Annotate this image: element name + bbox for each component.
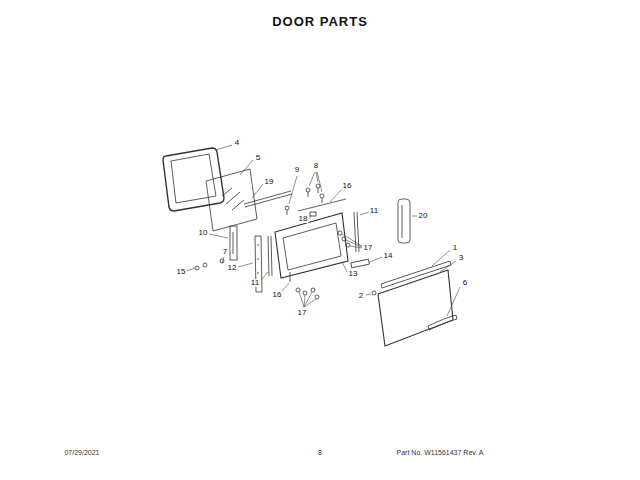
callout-number: 2 — [358, 292, 364, 300]
callout-number: 11 — [369, 207, 379, 215]
callout-number: 8 — [313, 162, 319, 170]
callout-number: 20 — [418, 212, 429, 220]
page-title: DOOR PARTS — [271, 15, 369, 28]
callout-number: 18 — [298, 215, 309, 223]
footer-text: 8 — [317, 449, 323, 456]
callout-number: 16 — [342, 182, 353, 190]
callout-number: 17 — [363, 244, 374, 252]
callout-number: 4 — [234, 139, 240, 147]
callout-number: 11 — [250, 279, 260, 287]
callout-number: 3 — [458, 254, 464, 262]
callout-number: 7 — [222, 248, 228, 256]
footer-text: 07/29/2021 — [63, 449, 100, 456]
callout-number: 13 — [348, 270, 359, 278]
callout-number: 10 — [198, 229, 209, 237]
footer-text: Part No. W11561437 Rev. A — [396, 449, 485, 456]
callout-number: 17 — [297, 309, 308, 317]
callout-number: 1 — [452, 244, 458, 252]
callout-number: 9 — [294, 166, 300, 174]
callout-number: 14 — [383, 252, 394, 260]
callout-number: 6 — [462, 279, 468, 287]
callout-number: 5 — [255, 154, 261, 162]
callout-number: 15 — [176, 268, 187, 276]
callout-number: 19 — [264, 178, 275, 186]
callout-number: 12 — [227, 264, 238, 272]
callout-number: 16 — [272, 291, 283, 299]
